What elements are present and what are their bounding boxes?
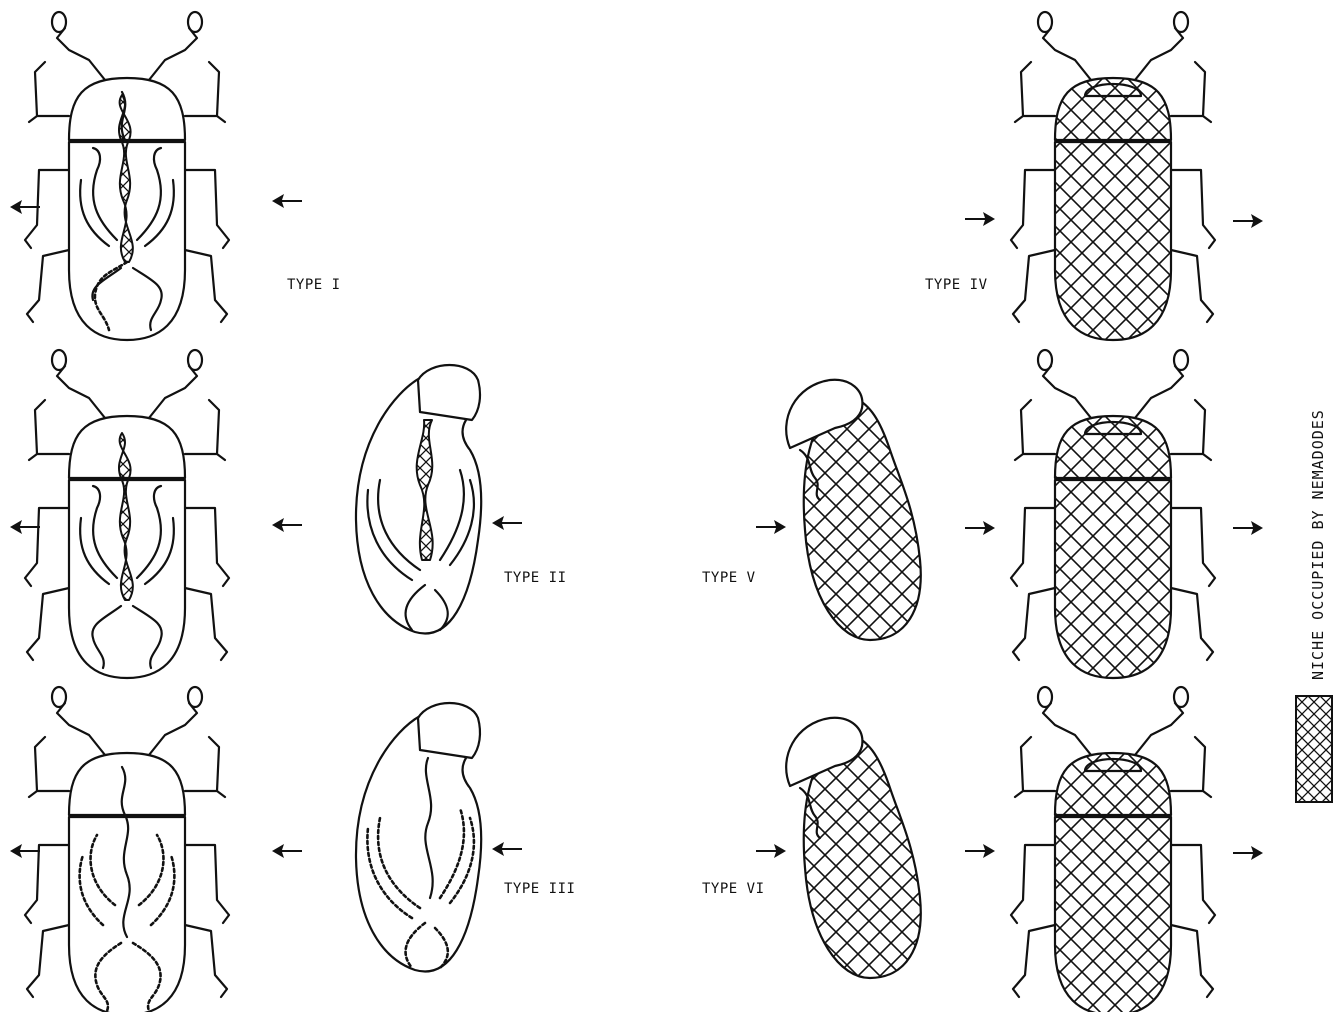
label-type-1: TYPE I xyxy=(287,277,341,293)
arrow-right-icon xyxy=(1233,214,1263,228)
arrow-right-icon xyxy=(756,844,786,858)
legend: NICHE OCCUPIED BY NEMADODES xyxy=(1296,409,1332,802)
lateral-beetle-type-3 xyxy=(356,703,481,971)
arrow-left-icon xyxy=(10,520,40,534)
beetle-type-1 xyxy=(25,12,229,340)
arrow-left-icon xyxy=(272,518,302,532)
arrow-left-icon xyxy=(10,200,40,214)
arrow-left-icon xyxy=(492,842,522,856)
label-type-6: TYPE VI xyxy=(702,881,765,897)
arrow-left-icon xyxy=(272,844,302,858)
arrow-right-icon xyxy=(965,521,995,535)
arrow-left-icon xyxy=(492,516,522,530)
label-type-3: TYPE III xyxy=(504,881,575,897)
arrow-right-icon xyxy=(1233,521,1263,535)
arrow-right-icon xyxy=(965,844,995,858)
label-type-2: TYPE II xyxy=(504,570,567,586)
arrow-right-icon xyxy=(756,520,786,534)
arrow-right-icon xyxy=(1233,846,1263,860)
arrow-left-icon xyxy=(272,194,302,208)
beetle-type-4 xyxy=(1011,12,1215,340)
beetle-type-5 xyxy=(1011,350,1215,678)
label-type-5: TYPE V xyxy=(702,570,756,586)
lateral-beetle-type-5 xyxy=(786,380,921,640)
lateral-beetle-type-6 xyxy=(786,718,921,978)
beetle-type-3 xyxy=(25,687,229,1012)
legend-label: NICHE OCCUPIED BY NEMADODES xyxy=(1309,409,1327,680)
arrow-right-icon xyxy=(965,212,995,226)
lateral-beetle-type-2 xyxy=(356,365,481,633)
beetle-type-6 xyxy=(1011,687,1215,1012)
legend-swatch xyxy=(1296,696,1332,802)
beetle-type-2 xyxy=(25,350,229,678)
arrow-left-icon xyxy=(10,844,40,858)
label-type-4: TYPE IV xyxy=(925,277,988,293)
